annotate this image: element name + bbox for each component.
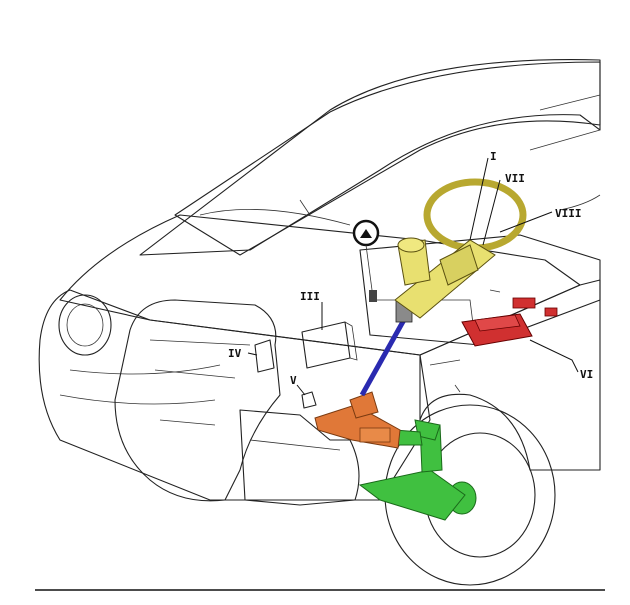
lower-arm [358,469,466,521]
connector [369,290,377,302]
electronics [254,219,558,409]
dashboard [359,234,601,346]
column-motor-cap [397,237,425,253]
sensor-iv [254,339,275,373]
leader-v [296,384,306,396]
gauge-needle [360,229,372,238]
leader-i [469,157,489,241]
steering-column [394,178,527,319]
car-body [38,59,601,501]
headlight [58,294,112,356]
shaft-line [359,316,408,397]
door-line [529,94,601,211]
relay-small [512,297,536,309]
callout-vii: VII [505,172,525,185]
side-body [419,279,601,471]
ecu-box-side [344,321,358,361]
gearbox [239,409,360,506]
callout-iii: III [300,290,320,303]
callout-iv: IV [228,347,242,360]
callout-vi: VI [580,368,593,381]
rack-boot [359,427,391,443]
headlight-inner [66,303,104,347]
module-vi-face [474,314,521,332]
engine [114,299,360,506]
steering-rack [314,391,401,449]
hood [59,214,581,356]
callout-viii: VIII [555,207,582,220]
wiring [429,289,501,393]
column-housing [439,244,479,286]
wiper [199,199,351,226]
callout-i: I [490,150,497,163]
leader-lines [247,157,579,396]
leader-viii [499,211,553,233]
gauge-wire [365,244,373,291]
grille-line [59,364,221,405]
leader-iv [247,352,258,356]
relay-tiny [544,307,558,317]
callout-v: V [290,374,297,387]
strut-top [414,419,441,441]
windshield [174,61,601,256]
callouts: I VII VIII III IV V VI [228,150,593,387]
intermediate-shaft [359,299,413,397]
engine-detail [149,339,341,451]
leader-vi [529,339,579,373]
suspension [358,419,466,521]
engine-block [114,299,281,502]
sensor-v [301,391,317,409]
leader-vii [482,179,501,246]
